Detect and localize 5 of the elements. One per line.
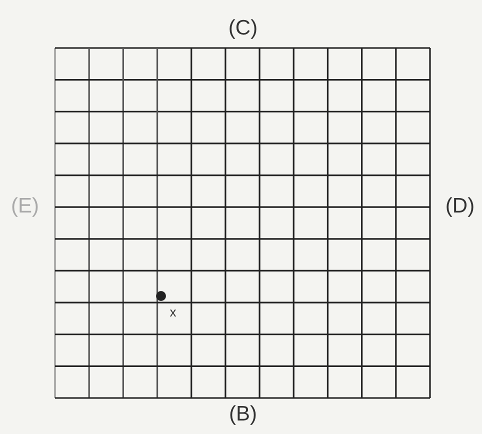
side-label: (C) [228, 18, 258, 38]
side-label: (D) [445, 196, 475, 216]
side-label: (B) [229, 404, 257, 424]
side-label: (E) [11, 196, 39, 216]
point-label: x [170, 306, 176, 318]
